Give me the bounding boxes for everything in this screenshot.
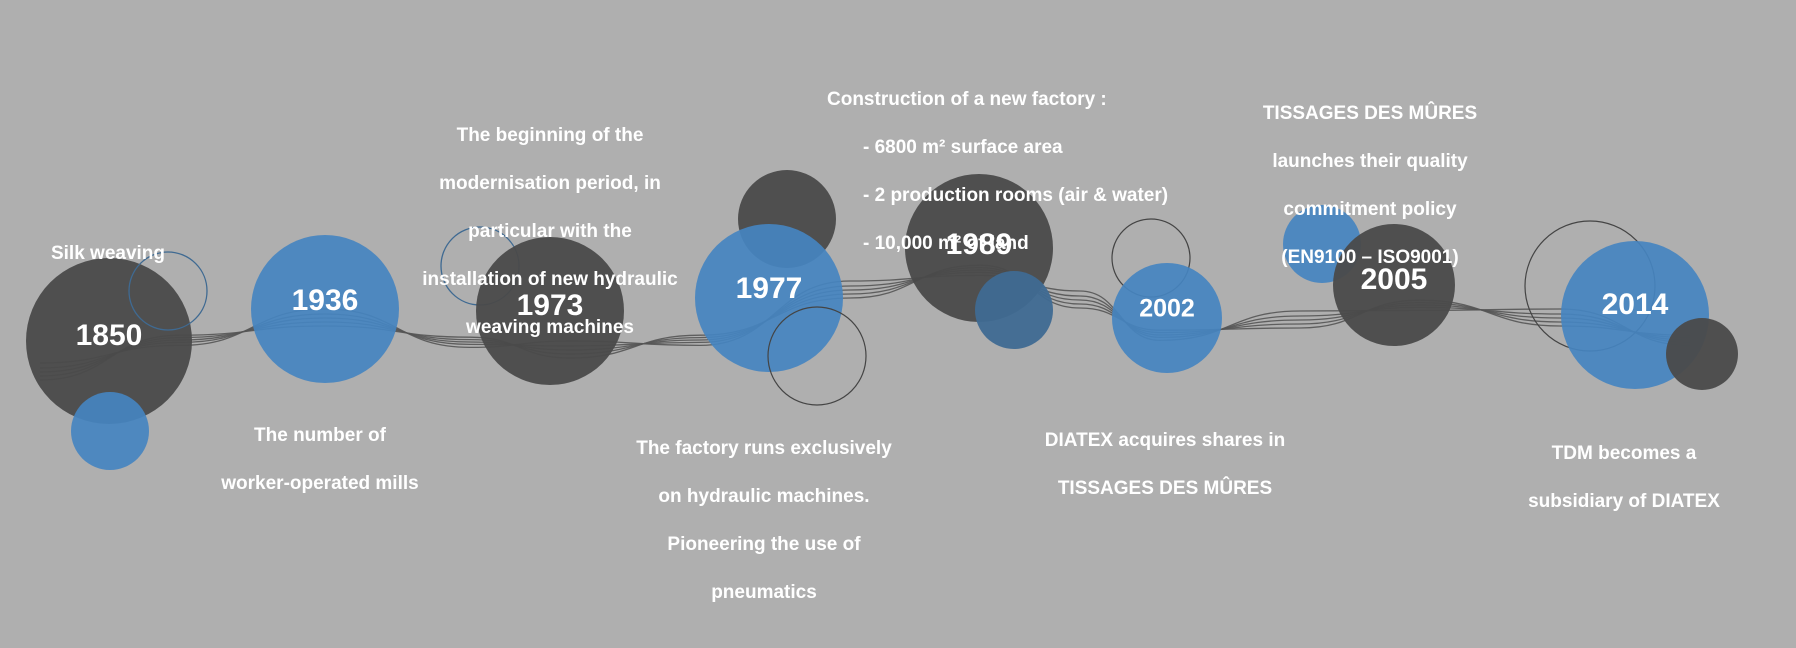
- caption-1989: Construction of a new factory : - 6800 m…: [827, 64, 1207, 280]
- caption-line: weaving machines: [466, 317, 634, 338]
- year-label-2002: 2002: [1139, 295, 1195, 323]
- caption-2002: DIATEX acquires shares in TISSAGES DES M…: [1020, 405, 1310, 525]
- blue-circle: [1112, 263, 1222, 373]
- outline-circle: [128, 251, 208, 331]
- year-label-1989: 1989: [946, 228, 1013, 261]
- blue-circle: [251, 235, 399, 383]
- year-label-1977: 1977: [736, 272, 803, 305]
- blue-circle: [695, 224, 843, 372]
- timeline-circles: [26, 170, 1738, 470]
- year-label-1850: 1850: [76, 319, 143, 352]
- caption-2014: TDM becomes a subsidiary of DIATEX: [1506, 418, 1742, 538]
- year-label-1936: 1936: [292, 284, 359, 317]
- caption-1973: The beginning of the modernisation perio…: [390, 100, 710, 364]
- caption-line: installation of new hydraulic: [422, 269, 678, 290]
- blue-circle: [71, 392, 149, 470]
- caption-line: The factory runs exclusively: [636, 438, 892, 459]
- dark-circle: [26, 258, 192, 424]
- dark-circle: [476, 237, 624, 385]
- outline-circle: [767, 306, 867, 406]
- caption-line: TDM becomes a: [1551, 443, 1697, 464]
- blue-circle: [975, 271, 1053, 349]
- caption-line: - 10,000 m² of land: [863, 233, 1029, 254]
- dark-circle: [1333, 224, 1455, 346]
- timeline-years: 1850 1936 1973 1977 1989 2002 2005 2014: [76, 228, 1669, 352]
- caption-line: pneumatics: [711, 582, 817, 603]
- caption-line: subsidiary of DIATEX: [1528, 491, 1720, 512]
- caption-line: The number of: [254, 425, 386, 446]
- caption-line: - 6800 m² surface area: [863, 137, 1063, 158]
- caption-line: Silk weaving: [50, 243, 166, 264]
- caption-line: The beginning of the: [456, 125, 644, 146]
- caption-line: Pioneering the use of: [667, 534, 861, 555]
- caption-line: DIATEX acquires shares in: [1044, 430, 1286, 451]
- caption-line: worker-operated mills: [221, 473, 419, 494]
- caption-1850: Silk weaving: [20, 218, 196, 290]
- caption-line: TISSAGES DES MÛRES: [1057, 478, 1273, 499]
- caption-1977: The factory runs exclusively on hydrauli…: [614, 413, 914, 629]
- caption-line: Construction of a new factory :: [827, 89, 1107, 110]
- caption-line: TISSAGES DES MÛRES: [1262, 103, 1478, 124]
- caption-line: - 2 production rooms (air & water): [863, 185, 1169, 206]
- caption-line: on hydraulic machines.: [658, 486, 870, 507]
- caption-2005: TISSAGES DES MÛRES launches their qualit…: [1240, 78, 1500, 294]
- year-label-1973: 1973: [517, 289, 584, 322]
- year-label-2005: 2005: [1361, 263, 1428, 296]
- dark-circle: [1666, 318, 1738, 390]
- caption-line: launches their quality: [1272, 151, 1468, 172]
- caption-line: (EN9100 – ISO9001): [1281, 247, 1459, 268]
- caption-line: commitment policy: [1283, 199, 1457, 220]
- caption-line: particular with the: [468, 221, 632, 242]
- year-label-2014: 2014: [1602, 288, 1669, 321]
- caption-line: modernisation period, in: [439, 173, 661, 194]
- caption-1936: The number of worker-operated mills: [200, 400, 440, 520]
